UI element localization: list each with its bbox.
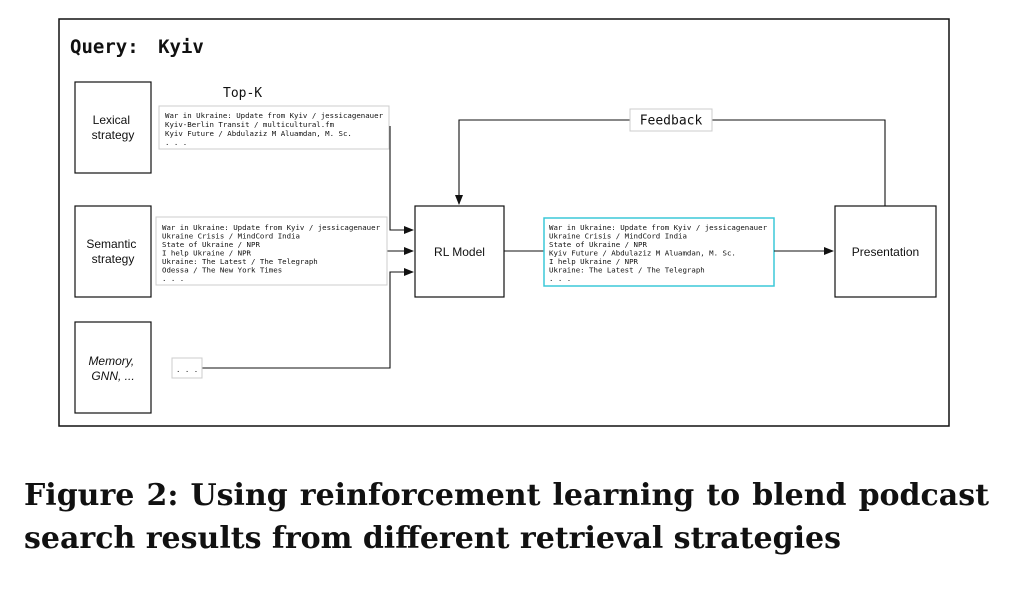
lexical-result-item: . . .	[165, 138, 187, 147]
semantic-results: War in Ukraine: Update from Kyiv / jessi…	[162, 223, 384, 283]
blended-result-item: Ukraine Crisis / MindCord India	[549, 232, 687, 241]
lexical-results-box	[158, 105, 390, 150]
presentation-box	[834, 205, 937, 298]
query-label: Query:	[70, 36, 139, 58]
memory-strategy-line-2: GNN, ...	[91, 369, 134, 383]
query-title: Query: Kyiv	[70, 36, 204, 58]
memory-strategy-box	[74, 321, 152, 414]
lexical-strategy-line-1: Lexical	[93, 113, 130, 127]
presentation-label: Presentation	[852, 245, 919, 259]
feedback-label-box	[629, 108, 713, 132]
memory-results-box	[171, 357, 203, 379]
semantic-result-item: . . .	[162, 274, 184, 283]
query-value: Kyiv	[158, 36, 204, 58]
lexical-strategy-box	[74, 81, 152, 174]
lexical-connector	[389, 126, 414, 234]
diagram: Query: Kyiv Top-K Lexical strategy Seman…	[58, 18, 950, 427]
blended-result-item: I help Ukraine / NPR	[549, 257, 639, 266]
semantic-result-item: State of Ukraine / NPR	[162, 240, 260, 249]
blended-result-item: War in Ukraine: Update from Kyiv / jessi…	[549, 223, 768, 232]
figure-caption: Figure 2: Using reinforcement learning t…	[24, 478, 989, 556]
blended-result-item: . . .	[549, 274, 571, 283]
feedback-label: Feedback	[640, 114, 703, 129]
blended-result-item: Kyiv Future / Abdulaziz M Aluamdan, M. S…	[549, 249, 736, 258]
blended-results: War in Ukraine: Update from Kyiv / jessi…	[549, 223, 771, 283]
lexical-strategy-line-2: strategy	[92, 128, 135, 142]
semantic-results-box	[155, 216, 388, 286]
semantic-result-item: I help Ukraine / NPR	[162, 249, 252, 258]
lexical-result-item: War in Ukraine: Update from Kyiv / jessi…	[165, 111, 384, 120]
memory-connector	[202, 268, 414, 369]
semantic-strategy-line-2: strategy	[92, 252, 135, 266]
topk-label: Top-K	[223, 86, 262, 101]
blended-result-item: Ukraine: The Latest / The Telegraph	[549, 266, 705, 275]
semantic-result-item: Ukraine Crisis / MindCord India	[162, 232, 300, 241]
semantic-result-item: War in Ukraine: Update from Kyiv / jessi…	[162, 223, 381, 232]
blended-result-item: State of Ukraine / NPR	[549, 240, 647, 249]
blended-results-box	[543, 217, 775, 287]
figure-frame	[58, 18, 950, 427]
lexical-result-item: Kyiv-Berlin Transit / multicultural.fm	[165, 120, 335, 129]
lexical-result-item: Kyiv Future / Abdulaziz M Aluamdan, M. S…	[165, 129, 352, 138]
rl-model-label: RL Model	[434, 245, 485, 259]
memory-strategy-label: Memory, GNN, ...	[88, 354, 137, 383]
semantic-result-item: Ukraine: The Latest / The Telegraph	[162, 257, 318, 266]
rl-model-box	[414, 205, 505, 298]
lexical-strategy-label: Lexical strategy	[92, 113, 135, 142]
semantic-strategy-box	[74, 205, 152, 298]
feedback-connector	[455, 119, 886, 206]
lexical-results: War in Ukraine: Update from Kyiv / jessi…	[165, 111, 387, 147]
semantic-strategy-line-1: Semantic	[86, 237, 136, 251]
semantic-result-item: Odessa / The New York Times	[162, 266, 282, 275]
semantic-strategy-label: Semantic strategy	[86, 237, 139, 266]
memory-strategy-line-1: Memory,	[88, 354, 134, 368]
memory-result-item: . . .	[176, 365, 198, 374]
